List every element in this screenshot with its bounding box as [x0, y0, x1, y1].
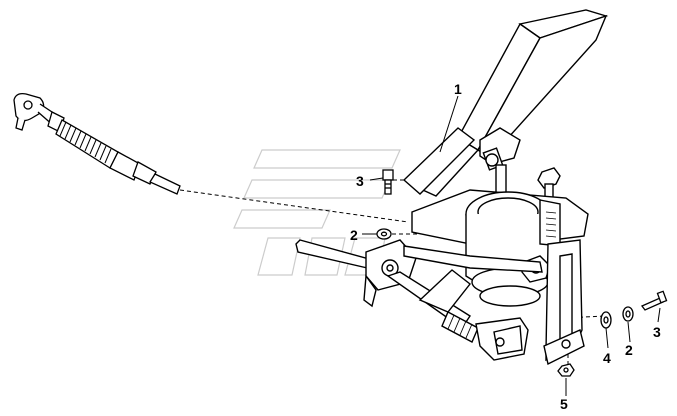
cylinder-housing	[411, 189, 589, 307]
bolt-right	[640, 290, 668, 311]
washer-upper	[376, 228, 392, 240]
washer-4	[600, 311, 612, 329]
callout-2-right: 2	[625, 342, 633, 358]
callout-3-right: 3	[653, 324, 661, 340]
washer-2-right	[622, 306, 634, 322]
pedal-assembly	[402, 9, 609, 216]
callout-5: 5	[560, 396, 568, 412]
mounting-bracket	[543, 239, 585, 366]
throttle-cable	[13, 92, 181, 195]
callout-4: 4	[603, 350, 611, 366]
bolt-upper	[382, 169, 394, 195]
nut-5	[557, 363, 575, 377]
callout-2-upper: 2	[350, 227, 358, 243]
callout-3-upper: 3	[356, 173, 364, 189]
linkage-rod	[295, 239, 543, 361]
callout-1: 1	[454, 81, 462, 97]
leader-lines	[362, 95, 661, 396]
